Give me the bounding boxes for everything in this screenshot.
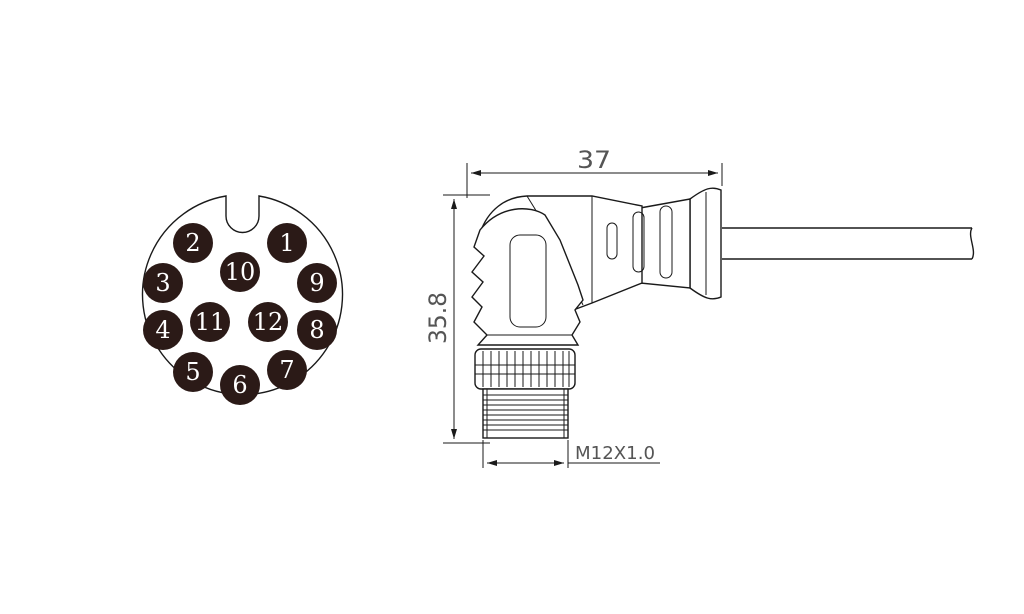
strain-relief — [639, 187, 722, 300]
pin-5: 5 — [173, 352, 213, 392]
thread — [482, 388, 569, 439]
window-slot — [509, 234, 547, 328]
height-dimension: 35.8 — [424, 194, 490, 444]
pin-11-label: 11 — [195, 308, 226, 336]
cable — [722, 227, 975, 260]
grip-slot — [632, 211, 645, 273]
thread-label: M12X1.0 — [575, 443, 655, 464]
pin-9: 9 — [297, 263, 337, 303]
pin-3-label: 3 — [155, 269, 170, 297]
pin-7-label: 7 — [279, 356, 294, 384]
width-dimension-label: 37 — [577, 146, 611, 174]
grip-slot — [606, 222, 618, 260]
thread-dimension: M12X1.0 — [482, 440, 660, 468]
pin-11: 11 — [190, 302, 230, 342]
pin-8-label: 8 — [309, 316, 324, 344]
grip-slot — [659, 205, 673, 279]
pin-9-label: 9 — [309, 269, 324, 297]
pin-12: 12 — [248, 302, 288, 342]
pin-3: 3 — [143, 263, 183, 303]
pin-4: 4 — [143, 310, 183, 350]
height-dimension-label: 35.8 — [424, 292, 452, 344]
pin-5-label: 5 — [185, 358, 200, 386]
pin-12-label: 12 — [253, 308, 284, 336]
face-outline — [141, 195, 344, 396]
pin-6: 6 — [220, 365, 260, 405]
coupling-nut — [474, 348, 576, 390]
pin-1: 1 — [267, 223, 307, 263]
pin-4-label: 4 — [155, 316, 170, 344]
pin-6-label: 6 — [232, 371, 247, 399]
pin-8: 8 — [297, 310, 337, 350]
connector-face-view: 1 2 3 4 5 6 7 8 — [141, 195, 344, 405]
pin-10: 10 — [220, 252, 260, 292]
pin-10-label: 10 — [225, 258, 256, 286]
width-dimension: 37 — [466, 146, 723, 198]
connector-side-view: 37 35.8 — [424, 146, 975, 468]
pin-7: 7 — [267, 350, 307, 390]
ribbed-housing — [471, 208, 584, 346]
pin-1-label: 1 — [279, 229, 294, 257]
pin-2: 2 — [173, 223, 213, 263]
pin-2-label: 2 — [185, 229, 200, 257]
